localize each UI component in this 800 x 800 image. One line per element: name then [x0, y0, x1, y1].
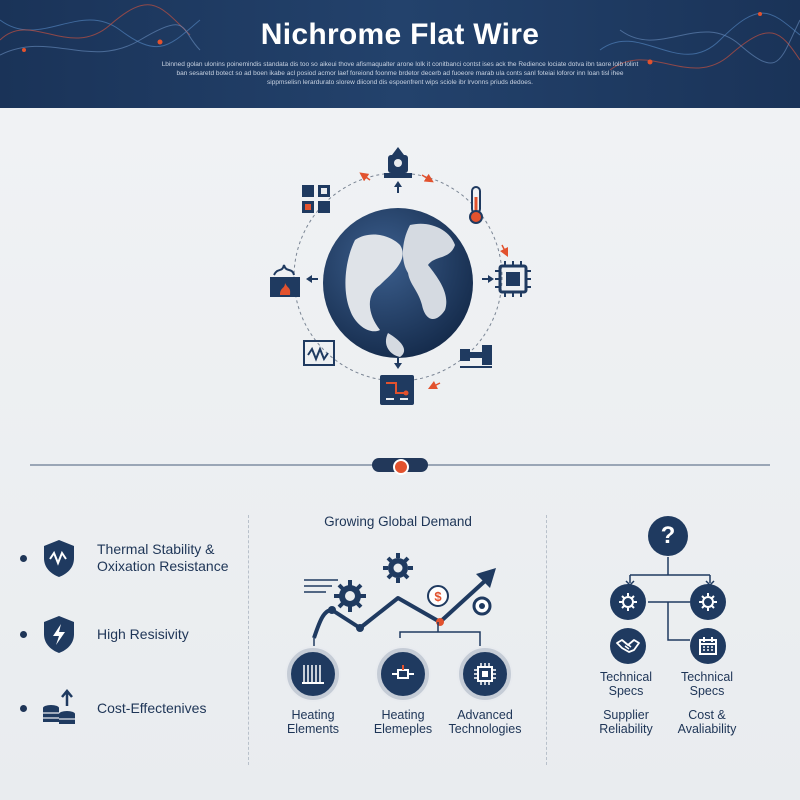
feature-item: Thermal Stability & Oxixation Resistance: [20, 538, 247, 578]
trend-line: [312, 578, 488, 639]
bullet-dot: [20, 554, 27, 562]
decision-label: Technical Specs: [680, 670, 734, 698]
application-label: Heating Elements: [286, 708, 340, 736]
speed-lines: [304, 579, 338, 593]
shield-wave-icon: [44, 540, 74, 577]
trend-arrow-icon: [476, 568, 496, 588]
control-panel-icon: [302, 185, 330, 213]
thermometer-icon: [469, 186, 483, 224]
globe-icon: [323, 208, 473, 358]
header-subtitle: Lbinned golan ulonins poinemindis standa…: [161, 61, 639, 86]
handshake-icon: [610, 628, 646, 664]
bullet-dot: [20, 704, 27, 712]
feature-label: Thermal Stability & Oxixation Resistance: [97, 541, 229, 574]
demand-growth-graph: $: [304, 553, 496, 646]
feature-label: High Resisivity: [97, 625, 189, 642]
microchip-icon: [495, 261, 531, 297]
column-separator: [248, 515, 249, 765]
application-item: Heating Elemeples: [353, 648, 453, 736]
shield-bolt-icon: [44, 616, 74, 653]
feature-item: Cost-Effectenives: [20, 688, 206, 728]
gear-icon: [334, 580, 366, 612]
page-title: Nichrome Flat Wire: [260, 18, 540, 51]
feature-item: High Resisivity: [20, 614, 189, 654]
bullet-dot: [20, 630, 27, 638]
decision-label: Cost & Avaliability: [677, 708, 737, 736]
gear-icon: [690, 584, 726, 620]
gear-icon: [610, 584, 646, 620]
globe-cycle-diagram: [270, 147, 531, 405]
application-label: Heating Elemeples: [373, 708, 433, 736]
application-item: Heating Elements: [263, 648, 363, 736]
application-label: Advanced Technologies: [448, 708, 522, 736]
dollar-coin-icon: $: [427, 585, 449, 607]
coins-arrow-icon: [43, 689, 75, 724]
demand-title: Growing Global Demand: [324, 514, 472, 529]
feature-label: Cost-Effectenives: [97, 699, 207, 716]
header-banner: Nichrome Flat Wire Lbinned golan ulonins…: [0, 0, 800, 108]
circuit-board-icon: [380, 375, 414, 405]
waveform-monitor-icon: [303, 340, 335, 366]
target-icon: [472, 596, 492, 616]
resistor-icon: [377, 648, 429, 700]
coil-icon: [287, 648, 339, 700]
wave-decoration: [0, 4, 800, 71]
column-separator: [546, 515, 547, 765]
decision-label: Supplier Reliability: [599, 708, 653, 736]
gear-icon: [383, 553, 413, 583]
rocket-engine-icon: [384, 147, 412, 178]
question-icon: ?: [648, 516, 688, 556]
divider-knob: [372, 458, 428, 475]
furnace-icon: [270, 264, 300, 297]
decision-label: Technical Specs: [599, 670, 653, 698]
application-item: Advanced Technologies: [435, 648, 535, 736]
connector-icon: [460, 345, 492, 368]
calendar-icon: [690, 628, 726, 664]
chip-icon: [459, 648, 511, 700]
svg-text:$: $: [434, 589, 442, 604]
